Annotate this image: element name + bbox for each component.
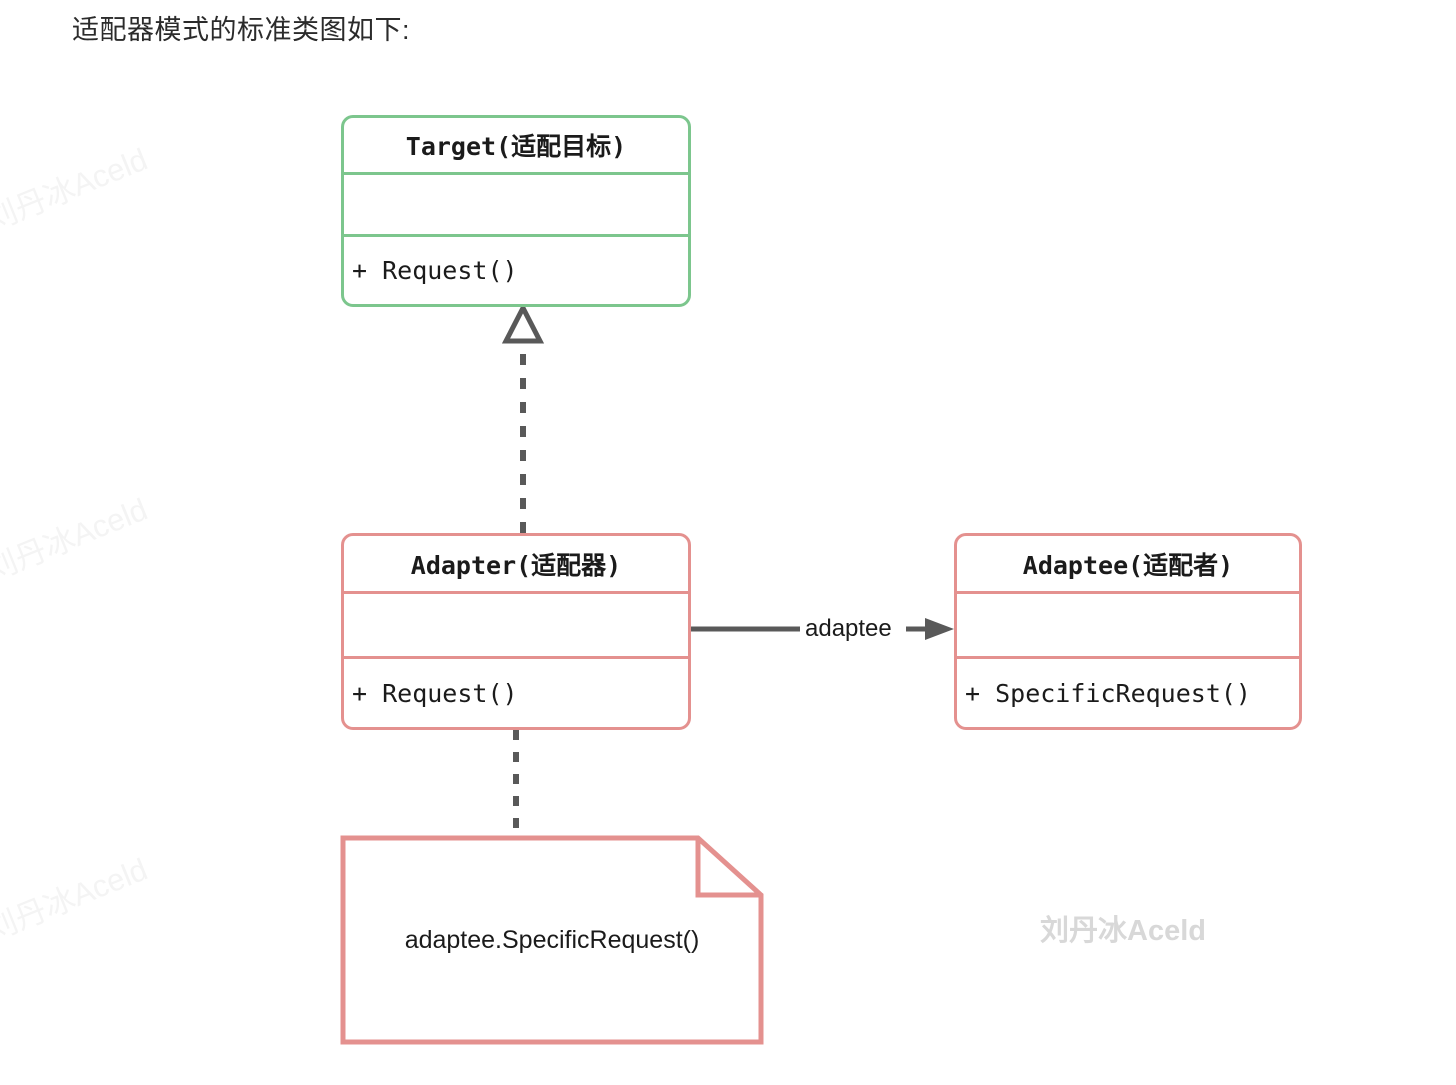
note-shape bbox=[340, 835, 764, 1045]
hollow-triangle-arrowhead bbox=[501, 302, 545, 344]
connector-adapter-implements-target bbox=[501, 302, 545, 533]
uml-class-target[interactable]: Target(适配目标) + Request() bbox=[341, 115, 691, 307]
uml-class-title: Target(适配目标) bbox=[344, 118, 688, 175]
uml-class-adaptee[interactable]: Adaptee(适配者) + SpecificRequest() bbox=[954, 533, 1302, 730]
page-caption: 适配器模式的标准类图如下: bbox=[72, 15, 411, 45]
uml-class-title: Adaptee(适配者) bbox=[957, 536, 1299, 594]
uml-note[interactable]: adaptee.SpecificRequest() bbox=[338, 833, 766, 1047]
watermark-main: 刘丹冰Aceld bbox=[1040, 915, 1206, 947]
solid-arrowhead bbox=[925, 618, 954, 640]
uml-class-title: Adapter(适配器) bbox=[344, 536, 688, 594]
uml-operation-row: + SpecificRequest() bbox=[965, 678, 1251, 708]
uml-attributes-compartment bbox=[344, 175, 688, 237]
uml-class-adapter[interactable]: Adapter(适配器) + Request() bbox=[341, 533, 691, 730]
uml-attributes-compartment bbox=[344, 594, 688, 659]
uml-operation-row: + Request() bbox=[352, 256, 518, 285]
note-fold-icon bbox=[695, 838, 761, 898]
note-body-path bbox=[340, 835, 764, 1045]
uml-attributes-compartment bbox=[957, 594, 1299, 659]
connector-adapter-uses-adaptee bbox=[691, 618, 954, 640]
uml-operation-row: + Request() bbox=[352, 678, 518, 708]
association-label-adaptee: adaptee bbox=[803, 615, 894, 643]
